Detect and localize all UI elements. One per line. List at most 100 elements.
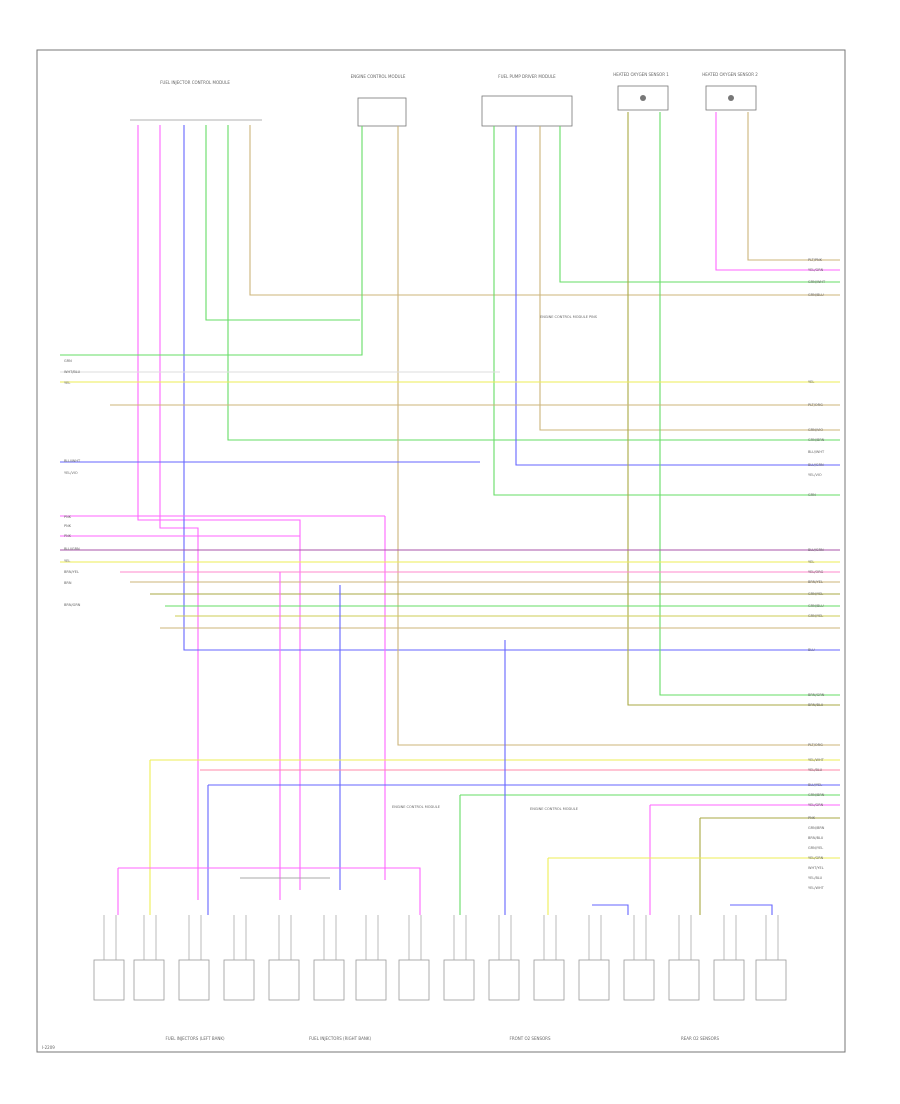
wire-label: GRN/YEL	[808, 592, 823, 596]
wire-label: PLT/PNK	[808, 258, 823, 262]
wire-label: YEL/ORG	[808, 570, 824, 574]
wire-blue	[592, 904, 629, 915]
wire-green	[205, 125, 360, 321]
wire-pink	[137, 125, 301, 890]
wire-group	[60, 112, 840, 915]
component-label: ENGINE CONTROL MODULE	[351, 74, 406, 79]
note-label: ENGINE CONTROL MODULE	[530, 807, 578, 811]
wire-label: GRN/YEL	[808, 846, 823, 850]
wire-green	[60, 126, 363, 356]
group-label: REAR O2 SENSORS	[681, 1036, 720, 1041]
connector-box	[533, 959, 565, 1001]
connector-box	[93, 959, 125, 1001]
wire-label: WHT/BLU	[64, 370, 81, 374]
wire-label: YEL/VIO	[64, 471, 78, 475]
wire-label: PLT/ORG	[808, 743, 823, 747]
wire-label: GRN	[64, 359, 72, 363]
connector-box	[668, 959, 700, 1001]
connector-box	[133, 959, 165, 1001]
component-oxygen-sensor-2: HEATED OXYGEN SENSOR 2	[702, 72, 758, 111]
wire-pink	[715, 112, 840, 271]
connector-box	[178, 959, 210, 1001]
wire-label: PNK	[64, 515, 72, 519]
connector-box	[398, 959, 430, 1001]
component-oxygen-sensor-1: HEATED OXYGEN SENSOR 1	[613, 72, 669, 111]
wire-blue	[183, 125, 840, 651]
wire-label: GRN/YEL	[808, 614, 823, 618]
diagram-frame	[36, 49, 846, 1053]
wire-pink	[159, 125, 199, 900]
connector-box	[713, 959, 745, 1001]
wire-tan	[397, 126, 840, 746]
wire-label: YEL	[808, 560, 814, 564]
wire-label: YEL/WHT	[808, 886, 825, 890]
wire-label: BLU/GRN	[64, 547, 80, 551]
connector-box	[488, 959, 520, 1001]
wire-label: WHT/YEL	[808, 866, 824, 870]
group-label: FUEL INJECTORS (LEFT BANK)	[165, 1036, 224, 1041]
component-label: FUEL INJECTOR CONTROL MODULE	[160, 80, 230, 85]
wire-label: GRN/BLU	[808, 604, 824, 608]
connector-box	[313, 959, 345, 1001]
component-label: HEATED OXYGEN SENSOR 2	[702, 72, 758, 77]
right-wire-labels: PLT/PNK YEL/GRN GRN/WHT GRN/BLU YEL PLT/ORG GR…	[808, 258, 826, 890]
wire-green	[659, 112, 840, 696]
connector-box	[755, 959, 787, 1001]
wire-tan	[249, 125, 840, 296]
component-fuel-pump-driver-module: FUEL PUMP DRIVER MODULE	[481, 74, 573, 127]
wire-label: BRN/GRN	[64, 603, 81, 607]
wire-label: YEL/GRN	[808, 803, 824, 807]
connector-box	[355, 959, 387, 1001]
wire-tan	[747, 112, 840, 261]
wire-label: BRN/YEL	[64, 570, 79, 574]
wire-pink	[118, 867, 421, 915]
component-label: HEATED OXYGEN SENSOR 1	[613, 72, 669, 77]
component-label: FUEL PUMP DRIVER MODULE	[498, 74, 556, 79]
wire-label: BRN	[64, 581, 72, 585]
note-label: ENGINE CONTROL MODULE PINS	[540, 315, 598, 319]
group-label: FRONT O2 SENSORS	[510, 1036, 551, 1041]
wire-label: YEL/GRN	[808, 856, 824, 860]
wire-label: YEL/BLU	[808, 876, 823, 880]
wire-label: YEL/GRN	[808, 268, 824, 272]
wire-label: BLU	[808, 648, 815, 652]
connector-box	[443, 959, 475, 1001]
wire-label: BRN/BLU	[808, 836, 824, 840]
wire-label: GRN/BRN	[808, 793, 825, 797]
wire-blue	[515, 126, 840, 466]
group-label: FUEL INJECTORS (RIGHT BANK)	[309, 1036, 372, 1041]
wire-label: BRN/BLU	[808, 703, 824, 707]
wire-label: BLU/GRN	[808, 548, 824, 552]
left-wire-labels: GRN WHT/BLU YEL BLU/WHT YEL/VIO PNK PNK …	[64, 359, 81, 607]
wire-label: YEL	[808, 380, 814, 384]
wire-label: YEL/BLU	[808, 768, 823, 772]
connector-box	[578, 959, 610, 1001]
wire-label: PNK	[64, 534, 72, 538]
component-fuel-injector-module: FUEL INJECTOR CONTROL MODULE	[130, 80, 262, 121]
wire-label: YEL	[64, 559, 70, 563]
wire-label: BLU/GRN	[808, 463, 824, 467]
wire-green	[493, 126, 840, 496]
connector-box	[268, 959, 300, 1001]
wire-olive	[627, 112, 840, 706]
footer-code: I-2209	[42, 1045, 55, 1050]
wire-blue	[730, 904, 773, 915]
wire-green	[227, 125, 840, 441]
wire-label: GRN/BRN	[808, 826, 825, 830]
wire-label: BLU/WHT	[64, 459, 81, 463]
wire-label: GRN/WHT	[808, 280, 826, 284]
wire-label: YEL/VIO	[808, 473, 822, 477]
component-engine-control-module: ENGINE CONTROL MODULE	[351, 74, 407, 127]
wire-label: BLU/YEL	[808, 783, 822, 787]
wire-label: YEL	[64, 381, 70, 385]
note-label: ENGINE CONTROL MODULE	[392, 805, 440, 809]
wire-label: BRN/YEL	[808, 580, 823, 584]
connector-box	[223, 959, 255, 1001]
wire-label: BLU/WHT	[808, 450, 825, 454]
wire-label: PNK	[64, 524, 72, 528]
wire-tan	[539, 126, 840, 431]
wire-label: BRN/GRN	[808, 693, 825, 697]
connector-box	[623, 959, 655, 1001]
wire-label: YEL/WHT	[808, 758, 825, 762]
